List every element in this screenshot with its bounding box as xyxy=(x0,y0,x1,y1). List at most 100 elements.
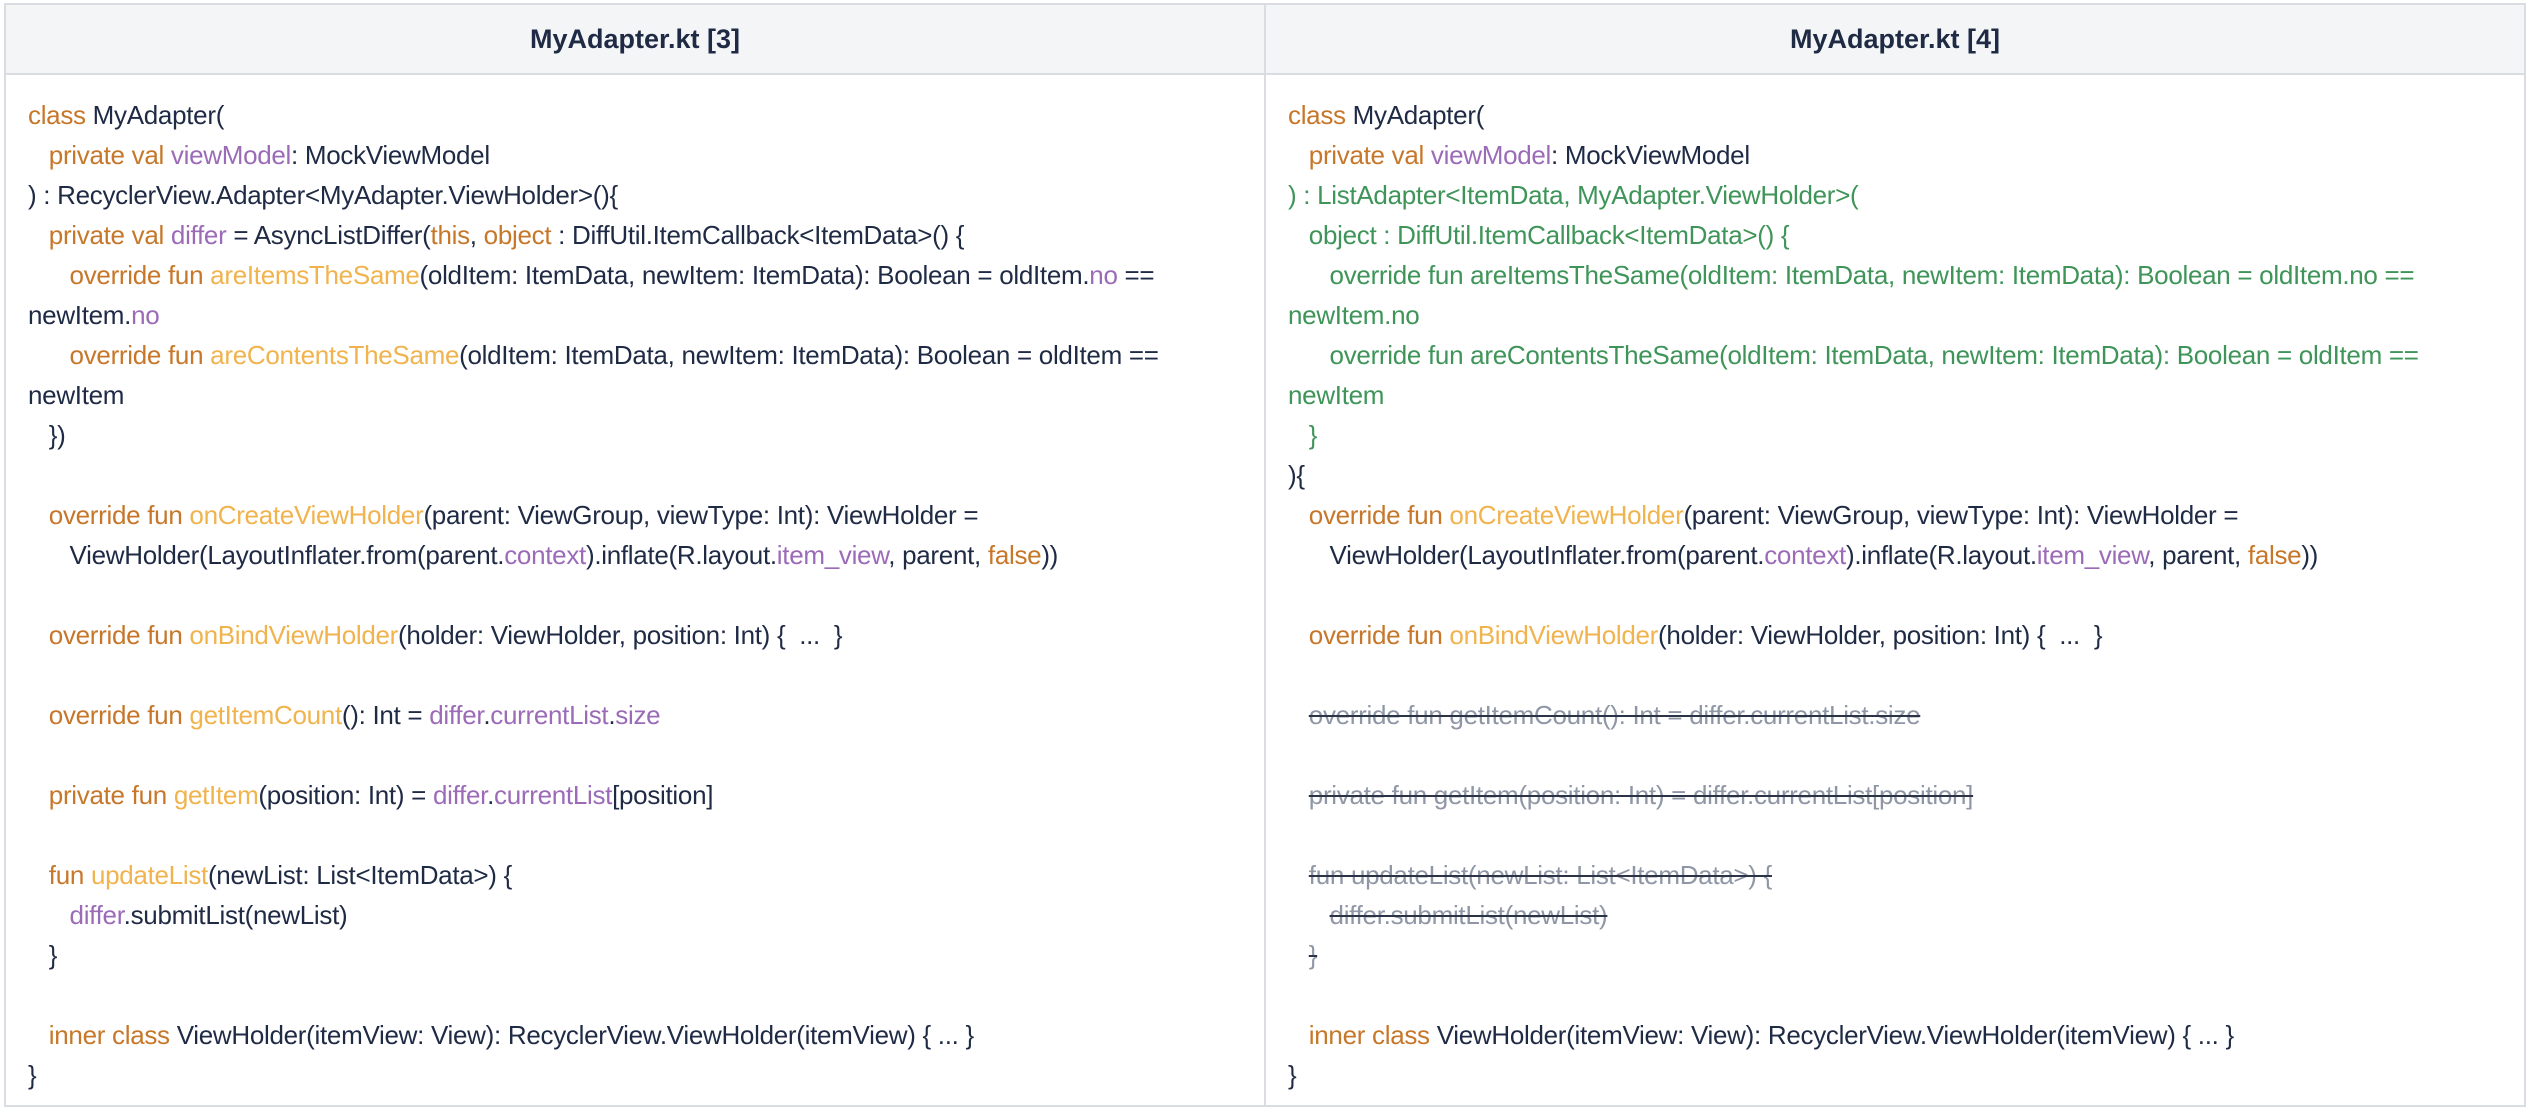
code-line: override fun getItemCount(): Int = diffe… xyxy=(28,695,1264,735)
indent xyxy=(1288,1020,1309,1050)
code-token: currentList xyxy=(490,700,609,730)
code-line-content: } xyxy=(48,940,58,970)
indent xyxy=(1288,860,1309,890)
code-token: )) xyxy=(1041,540,1059,570)
indent xyxy=(1288,900,1330,930)
left-code-cell: class MyAdapter( private val viewModel: … xyxy=(4,73,1266,1107)
code-line: fun updateList(newList: List<ItemData>) … xyxy=(28,855,1264,895)
code-line: inner class ViewHolder(itemView: View): … xyxy=(1288,1015,2524,1055)
code-token: getItemCount xyxy=(189,700,342,730)
code-token: . xyxy=(487,780,494,810)
code-token: private val xyxy=(48,220,171,250)
code-token: item_view xyxy=(2036,540,2149,570)
code-token: (): Int = xyxy=(341,700,430,730)
indent xyxy=(1288,220,1309,250)
code-line-content: } xyxy=(1309,940,1318,970)
code-line-content: override fun areContentsTheSame(oldItem:… xyxy=(70,340,1159,370)
code-token: MyAdapter( xyxy=(1345,100,1485,130)
code-line-content: ViewHolder(LayoutInflater.from(parent.co… xyxy=(1330,540,2319,570)
code-diff-table: MyAdapter.kt [3] MyAdapter.kt [4] class … xyxy=(4,3,2526,1107)
left-panel-title: MyAdapter.kt [3] xyxy=(4,3,1266,75)
code-line-content: override fun getItemCount(): Int = diffe… xyxy=(49,700,661,730)
removed-code-line: override fun getItemCount(): Int = diffe… xyxy=(1288,695,2524,735)
code-line-content: newItem.no xyxy=(28,300,160,330)
code-token: } xyxy=(48,940,58,970)
code-token: ViewHolder(LayoutInflater.from(parent. xyxy=(69,540,505,570)
code-line xyxy=(1288,735,2524,775)
code-token: [position] xyxy=(612,780,714,810)
code-line-content: fun updateList(newList: List<ItemData>) … xyxy=(1308,860,1773,890)
code-line xyxy=(28,735,1264,775)
code-token: ) : RecyclerView.Adapter<MyAdapter.ViewH… xyxy=(28,180,618,210)
indent xyxy=(1288,700,1309,730)
code-token: ViewHolder(itemView: View): RecyclerView… xyxy=(1436,1020,2234,1050)
code-line xyxy=(28,815,1264,855)
code-token: , xyxy=(469,220,484,250)
indent xyxy=(1288,260,1330,290)
code-line: private val viewModel: MockViewModel xyxy=(28,135,1264,175)
code-line: ) : RecyclerView.Adapter<MyAdapter.ViewH… xyxy=(28,175,1264,215)
code-line: override fun onCreateViewHolder(parent: … xyxy=(28,495,1264,535)
code-token: , parent, xyxy=(2148,540,2248,570)
removed-code-line: differ.submitList(newList) xyxy=(1288,895,2524,935)
code-token: viewModel xyxy=(170,140,292,170)
code-token: private fun xyxy=(48,780,174,810)
indent xyxy=(28,140,49,170)
code-line-content: }) xyxy=(49,420,66,450)
indent xyxy=(1288,780,1309,810)
code-token: object xyxy=(483,220,552,250)
code-token: object : DiffUtil.ItemCallback<ItemData>… xyxy=(1308,220,1790,250)
code-line: differ.submitList(newList) xyxy=(28,895,1264,935)
code-line: override fun onCreateViewHolder(parent: … xyxy=(1288,495,2524,535)
indent xyxy=(28,220,49,250)
code-token: : DiffUtil.ItemCallback<ItemData>() { xyxy=(551,220,965,250)
code-token: private val xyxy=(48,140,171,170)
code-token: } xyxy=(28,1060,37,1090)
indent xyxy=(28,260,70,290)
code-token: . xyxy=(483,700,491,730)
code-line: } xyxy=(1288,1055,2524,1095)
code-token: override fun xyxy=(69,260,211,290)
code-token: newItem.no xyxy=(1288,300,1420,330)
code-line-content: override fun onCreateViewHolder(parent: … xyxy=(1309,500,2239,530)
code-line xyxy=(1288,575,2524,615)
code-line-content: inner class ViewHolder(itemView: View): … xyxy=(1309,1020,2234,1050)
code-token: getItem xyxy=(173,780,259,810)
code-line xyxy=(1288,975,2524,1015)
code-token: fun updateList(newList: List<ItemData>) … xyxy=(1308,860,1773,890)
code-line-content: object : DiffUtil.ItemCallback<ItemData>… xyxy=(1309,220,1790,250)
code-token: currentList xyxy=(494,780,613,810)
code-token: private fun getItem(position: Int) = dif… xyxy=(1308,780,1974,810)
code-token: ) : ListAdapter<ItemData, MyAdapter.View… xyxy=(1288,180,1859,210)
code-token: override fun areItemsTheSame(oldItem: It… xyxy=(1329,260,2415,290)
code-line xyxy=(28,655,1264,695)
code-token: no xyxy=(131,300,160,330)
code-line-content: } xyxy=(1288,1060,1297,1090)
indent xyxy=(1288,620,1309,650)
removed-code-line: private fun getItem(position: Int) = dif… xyxy=(1288,775,2524,815)
code-token: )) xyxy=(2301,540,2319,570)
code-line xyxy=(1288,815,2524,855)
indent xyxy=(28,780,49,810)
code-line-content: override fun onBindViewHolder(holder: Vi… xyxy=(1309,620,2103,650)
code-line-content: private val viewModel: MockViewModel xyxy=(1309,140,1750,170)
code-line-content: } xyxy=(28,1060,37,1090)
indent xyxy=(28,860,49,890)
code-token: (parent: ViewGroup, viewType: Int): View… xyxy=(1683,500,2239,530)
code-line: private val differ = AsyncListDiffer(thi… xyxy=(28,215,1264,255)
code-token: (oldItem: ItemData, newItem: ItemData): … xyxy=(459,340,1159,370)
indent xyxy=(28,540,70,570)
code-token: override fun xyxy=(48,500,190,530)
code-token: override fun areContentsTheSame(oldItem:… xyxy=(1329,340,2419,370)
code-token: onCreateViewHolder xyxy=(1449,500,1684,530)
code-token: onBindViewHolder xyxy=(189,620,399,650)
code-token: viewModel xyxy=(1430,140,1552,170)
indent xyxy=(28,420,49,450)
code-token: } xyxy=(1288,1060,1297,1090)
code-line-content: private fun getItem(position: Int) = dif… xyxy=(48,780,714,810)
code-token: == xyxy=(1117,260,1155,290)
code-line-content: ViewHolder(LayoutInflater.from(parent.co… xyxy=(69,540,1059,570)
code-line: private val viewModel: MockViewModel xyxy=(1288,135,2524,175)
code-line-content: newItem xyxy=(28,380,124,410)
code-token: no xyxy=(1089,260,1118,290)
